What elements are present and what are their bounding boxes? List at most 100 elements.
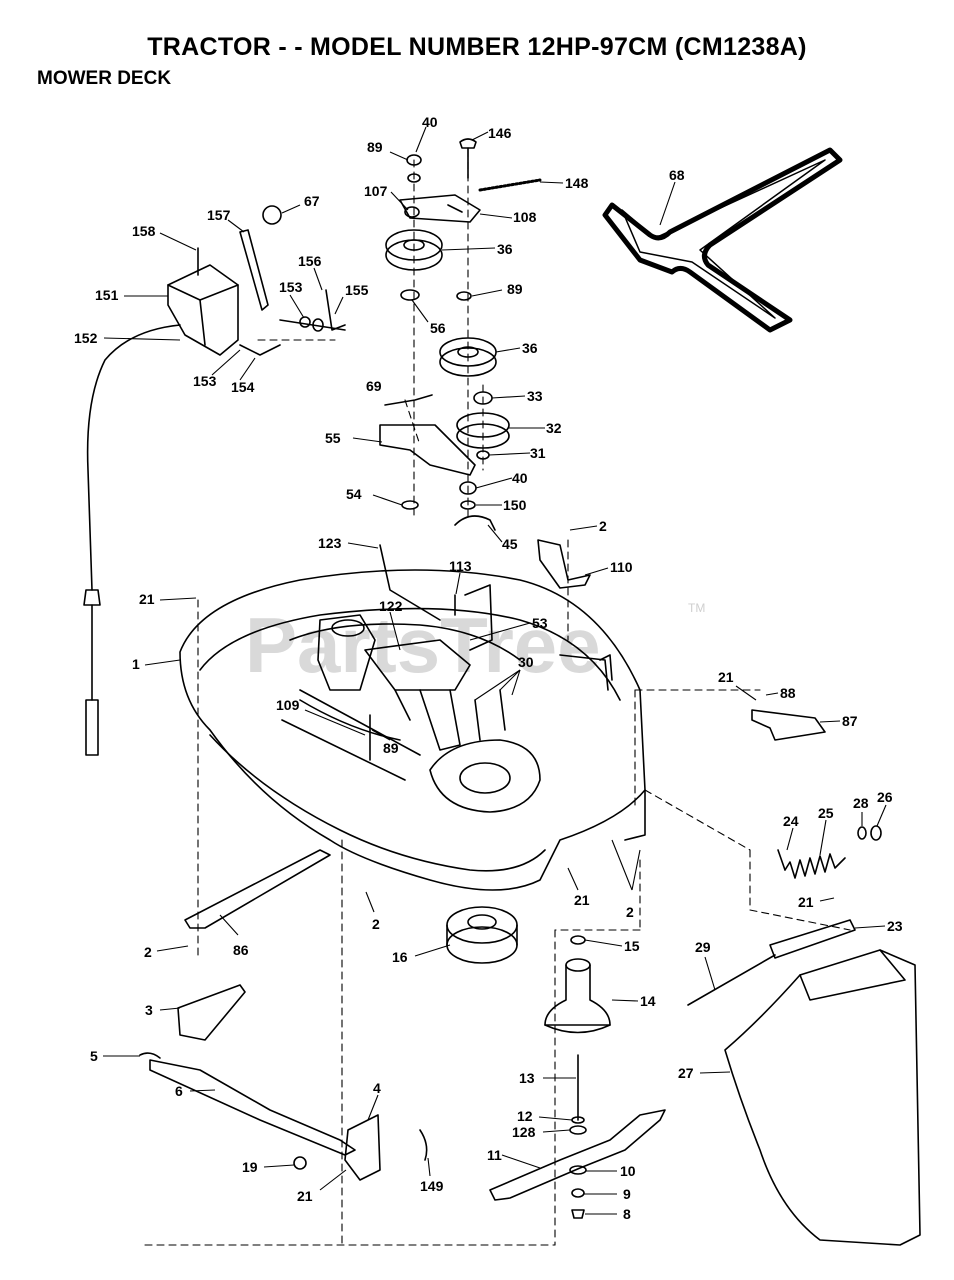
- callout-label: 67: [304, 193, 320, 209]
- callout-label: 53: [532, 615, 548, 631]
- center-bracket-cluster: [317, 544, 506, 761]
- callout-label: 109: [276, 697, 300, 713]
- callout-label: 157: [207, 207, 231, 223]
- callout-label: 152: [74, 330, 98, 346]
- washer-10: [569, 1165, 587, 1175]
- callout-label: 107: [364, 183, 388, 199]
- callout-label: 156: [298, 253, 322, 269]
- assembly-guide-lines: [144, 149, 851, 1246]
- pivot-bar: [769, 919, 856, 959]
- callout-label: 146: [488, 125, 512, 141]
- callout-label: 40: [512, 470, 528, 486]
- spring-hook: [777, 849, 786, 871]
- callout-label: 10: [620, 1163, 636, 1179]
- bolt-8: [571, 1209, 585, 1219]
- callout-label: 25: [818, 805, 834, 821]
- callout-label: 5: [90, 1048, 98, 1064]
- callout-label: 16: [392, 949, 408, 965]
- page-title: TRACTOR - - MODEL NUMBER 12HP-97CM (CM12…: [147, 33, 807, 61]
- spindle-housing: [544, 935, 611, 1034]
- callout-label: 2: [144, 944, 152, 960]
- callout-label: 89: [383, 740, 399, 756]
- washer-28: [857, 826, 867, 840]
- callout-label: 3: [145, 1002, 153, 1018]
- callout-label: 88: [780, 685, 796, 701]
- callout-label: 28: [853, 795, 869, 811]
- section-title: MOWER DECK: [37, 68, 172, 89]
- callout-label: 69: [366, 378, 382, 394]
- callout-label: 15: [624, 938, 640, 954]
- callout-label: 36: [522, 340, 538, 356]
- callout-label: 2: [626, 904, 634, 920]
- lift-cable: [83, 324, 181, 756]
- callout-label: 123: [318, 535, 342, 551]
- callout-label: 54: [346, 486, 362, 502]
- callout-label: 158: [132, 223, 156, 239]
- watermark-text: PartsTree: [245, 601, 601, 689]
- callout-label: 153: [279, 279, 303, 295]
- callout-label: 128: [512, 1124, 536, 1140]
- callout-label: 31: [530, 445, 546, 461]
- callout-label: 155: [345, 282, 369, 298]
- callout-label: 26: [877, 789, 893, 805]
- mower-blade: [489, 1109, 666, 1201]
- callout-label: 1: [132, 656, 140, 672]
- callout-label: 9: [623, 1186, 631, 1202]
- callout-label: 148: [565, 175, 589, 191]
- callout-label: 149: [420, 1178, 444, 1194]
- leader-lines: [103, 126, 887, 1215]
- callout-label: 33: [527, 388, 543, 404]
- callout-label: 113: [449, 558, 472, 574]
- callout-label: 153: [193, 373, 217, 389]
- drive-belt: [602, 147, 843, 333]
- spindle-pulley: [446, 906, 518, 964]
- callout-label: 56: [430, 320, 446, 336]
- callout-label: 150: [503, 497, 527, 513]
- callout-label: 40: [422, 114, 438, 130]
- drive-belt-inner: [621, 159, 826, 319]
- callout-label: 14: [640, 993, 656, 1009]
- callout-label: 13: [519, 1070, 535, 1086]
- callout-label: 27: [678, 1065, 694, 1081]
- callout-label: 24: [783, 813, 799, 829]
- callout-label: 21: [574, 892, 590, 908]
- callout-label: 89: [367, 139, 383, 155]
- callout-label: 151: [95, 287, 119, 303]
- callout-label: 4: [373, 1080, 381, 1096]
- callout-label: 8: [623, 1206, 631, 1222]
- callout-label: 2: [372, 916, 380, 932]
- callout-label: 11: [487, 1147, 502, 1163]
- hanger-bracket: [184, 849, 331, 929]
- callout-label: 89: [507, 281, 523, 297]
- callout-label: 154: [231, 379, 255, 395]
- mower-deck-housing: [179, 569, 646, 891]
- callout-label: 6: [175, 1083, 183, 1099]
- callout-label: 32: [546, 420, 562, 436]
- callout-label: 29: [695, 939, 711, 955]
- callout-label: 12: [517, 1108, 533, 1124]
- callout-label: 55: [325, 430, 341, 446]
- callout-label: 30: [518, 654, 534, 670]
- callout-label: 23: [887, 918, 903, 934]
- discharge-chute: [724, 949, 921, 1246]
- callout-label: 45: [502, 536, 518, 552]
- callout-label: 2: [599, 518, 607, 534]
- callout-label: 86: [233, 942, 249, 958]
- watermark-trademark: TM: [688, 601, 705, 615]
- callout-label: 21: [718, 669, 734, 685]
- callout-label: 21: [798, 894, 814, 910]
- callout-label: 68: [669, 167, 685, 183]
- washer-26: [870, 825, 882, 841]
- callout-label: 21: [139, 591, 155, 607]
- callout-label: 21: [297, 1188, 313, 1204]
- deck-lift-control: [167, 205, 346, 356]
- callout-label: 87: [842, 713, 858, 729]
- front-lift-linkage: [139, 984, 428, 1181]
- callout-label: 122: [379, 598, 403, 614]
- washer-9: [571, 1188, 585, 1198]
- washer-128: [569, 1125, 587, 1135]
- callout-label: 108: [513, 209, 537, 225]
- callout-label: 19: [242, 1159, 258, 1175]
- chute-top: [799, 949, 906, 1001]
